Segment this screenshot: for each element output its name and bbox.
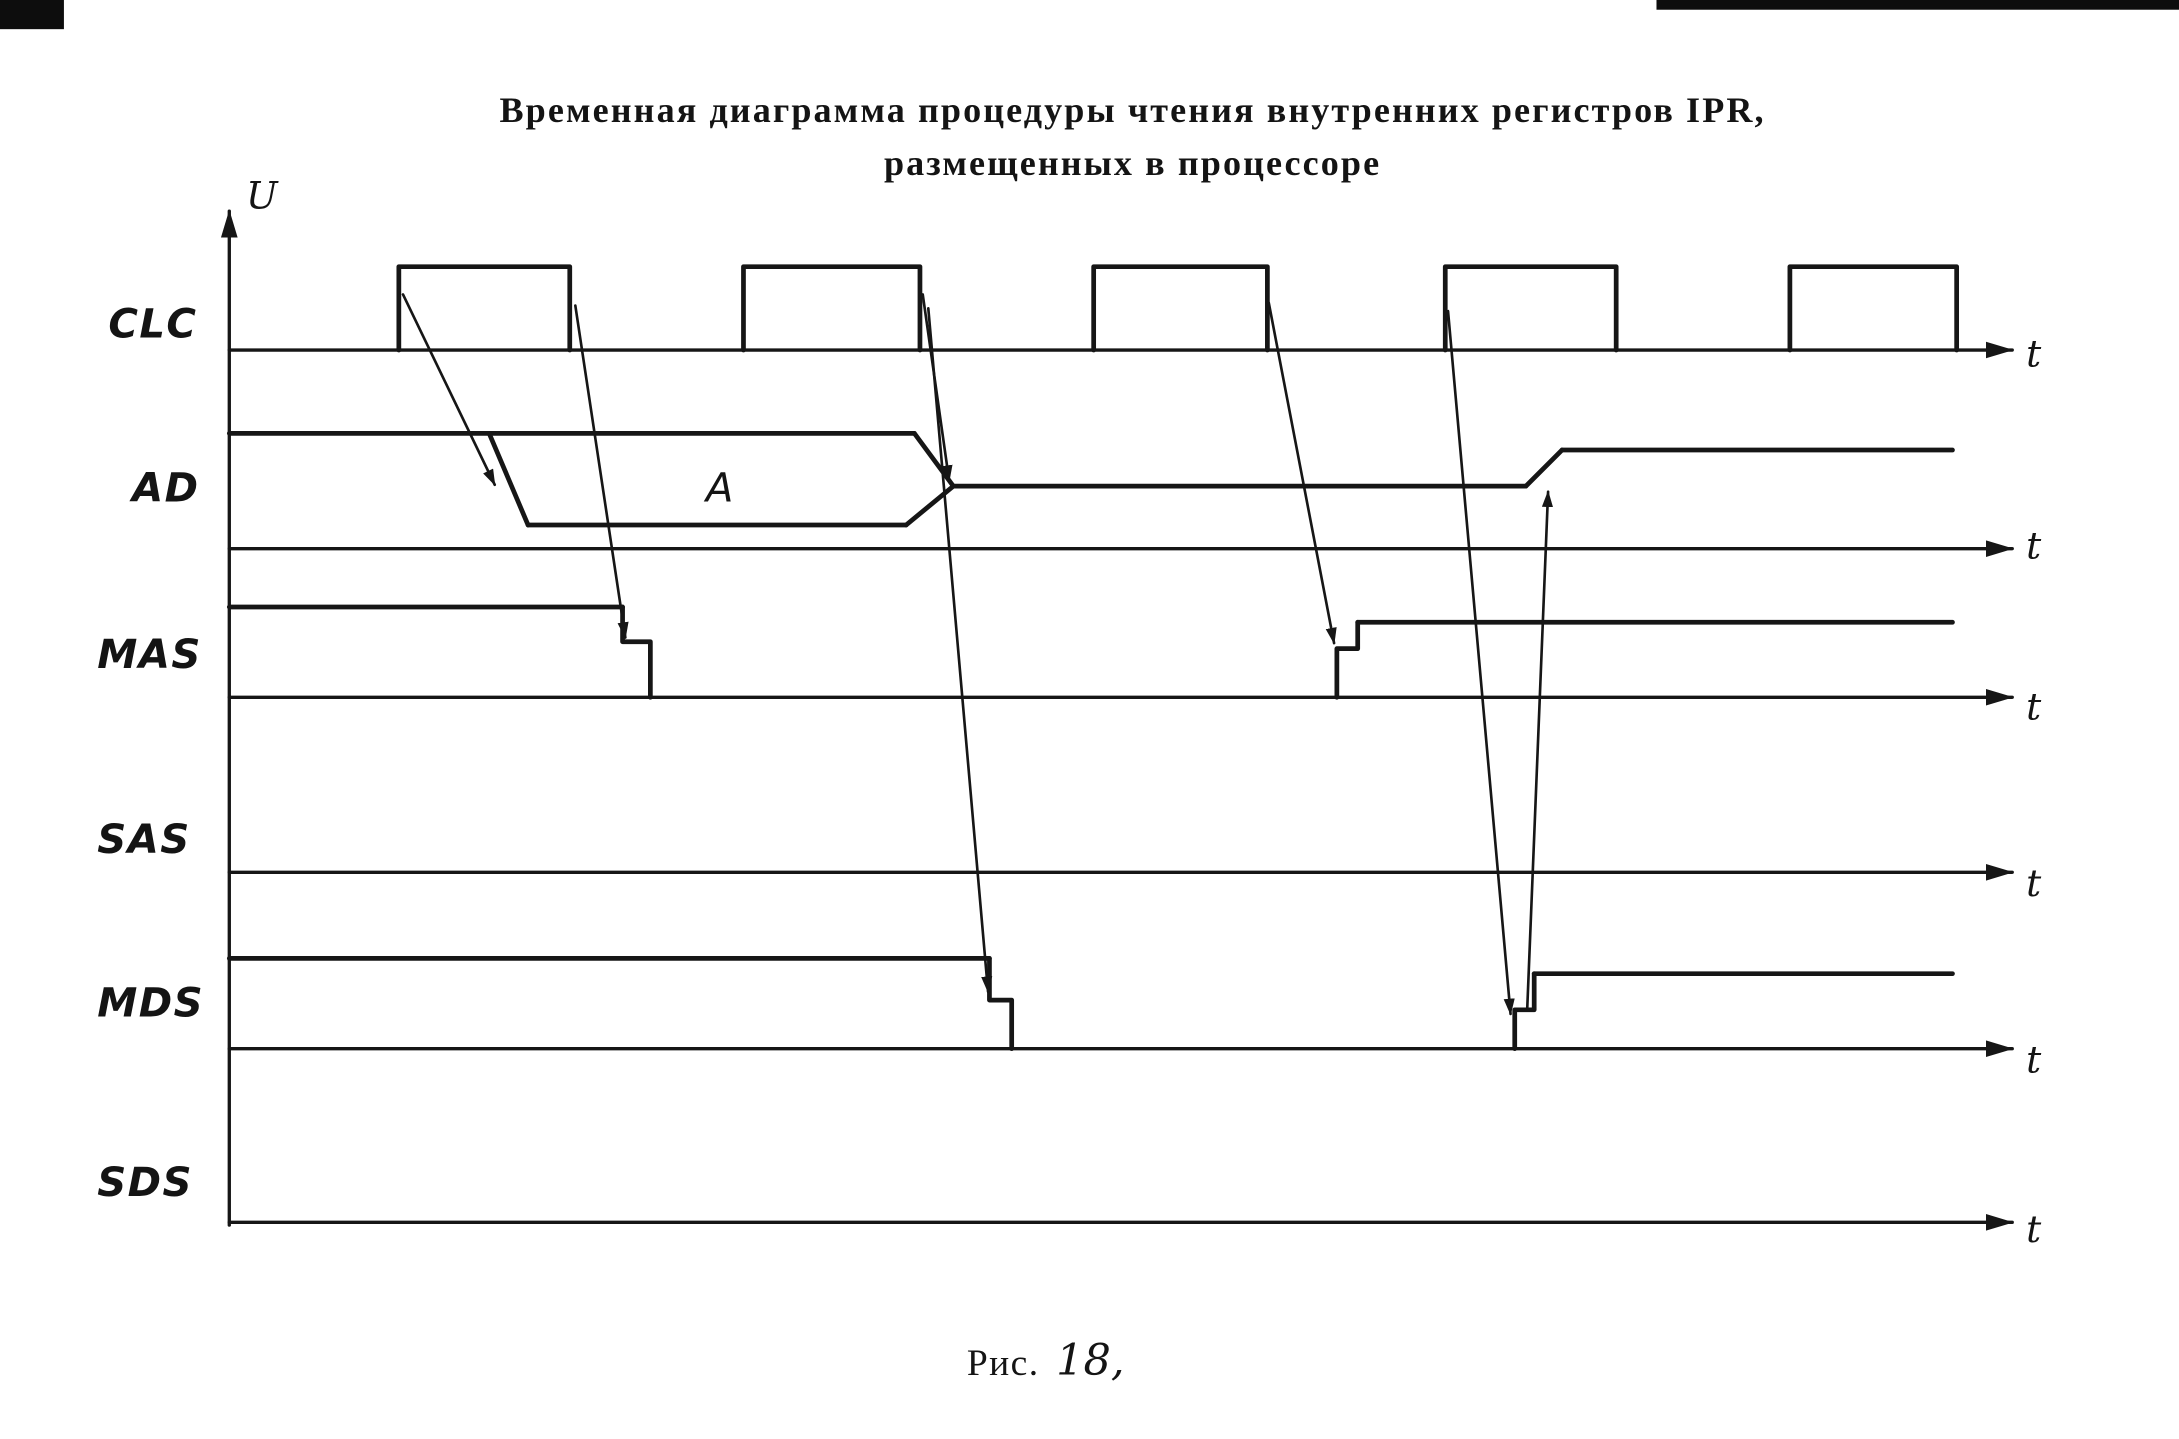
ad-open-slant bbox=[486, 431, 531, 528]
signal-label-mds: MDS bbox=[97, 980, 204, 1027]
clc-pulse-5 bbox=[1787, 264, 1960, 353]
signal-label-clc: CLC bbox=[108, 301, 197, 348]
arrow-clk4-rise-to-mds-rise bbox=[1446, 309, 1515, 1016]
ad-rise bbox=[1523, 447, 1565, 489]
clc-pulse-4 bbox=[1442, 264, 1619, 353]
page-title-line-2: размещенных в процессоре bbox=[884, 143, 1381, 183]
arrow-mds-rise-to-ad-rise bbox=[1525, 490, 1554, 1010]
clc-pulse-1 bbox=[396, 264, 573, 353]
t-label-sds: t bbox=[2026, 1207, 2042, 1251]
signal-label-sas: SAS bbox=[97, 816, 190, 863]
mds-fall-step bbox=[987, 956, 1015, 1052]
t-label-sas: t bbox=[2026, 861, 2042, 905]
signal-label-mas: MAS bbox=[97, 631, 201, 678]
mas-fall-step bbox=[620, 604, 653, 700]
scan-artifact-top-right bbox=[1656, 0, 2179, 10]
bus-value-label: A bbox=[703, 464, 734, 511]
t-label-mds: t bbox=[2026, 1037, 2042, 1081]
t-label-clc: t bbox=[2026, 332, 2042, 376]
arrow-clk3-fall-to-mas-rise bbox=[1267, 301, 1337, 645]
mas-rise-step bbox=[1334, 619, 1361, 700]
signal-label-ad: AD bbox=[129, 464, 199, 511]
clc-pulse-2 bbox=[741, 264, 923, 353]
waveform-layer bbox=[220, 209, 2014, 1231]
mds-rise-step bbox=[1512, 971, 1537, 1052]
arrow-clk2-fall-to-mds-fall bbox=[926, 307, 993, 994]
page-title-line-1: Временная диаграмма процедуры чтения вну… bbox=[500, 90, 1766, 130]
figure-caption-prefix: Рис. bbox=[967, 1343, 1040, 1384]
t-label-mas: t bbox=[2026, 685, 2042, 729]
figure-caption-number: 18, bbox=[1056, 1336, 1124, 1386]
arrow-clk1-rise-to-ad-open bbox=[401, 293, 497, 487]
clc-pulse-3 bbox=[1091, 264, 1270, 353]
arrow-clk1-fall-to-mas-fall bbox=[574, 304, 629, 639]
scan-artifact-top-left bbox=[0, 0, 64, 30]
signal-label-sds: SDS bbox=[97, 1159, 193, 1206]
t-label-ad: t bbox=[2026, 523, 2042, 567]
u-axis-label: U bbox=[246, 173, 279, 217]
